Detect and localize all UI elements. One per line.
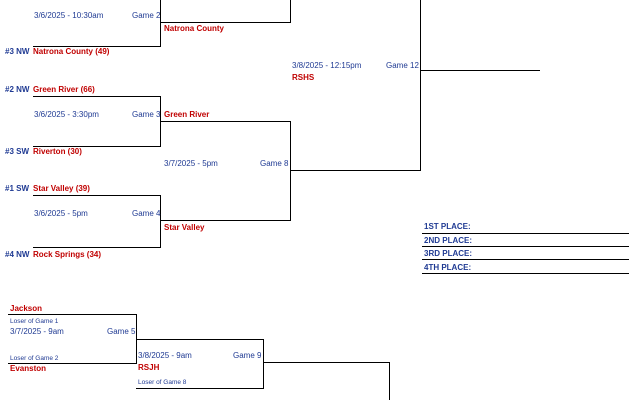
team-seed: #4 NW bbox=[5, 250, 30, 259]
third-place-label: 3RD PLACE: bbox=[424, 249, 473, 258]
game-date: 3/6/2025 - 5pm bbox=[34, 209, 88, 218]
game-label: Game 9 bbox=[233, 351, 262, 360]
bracket-line bbox=[33, 46, 161, 47]
bracket-line bbox=[8, 314, 136, 315]
bracket-line bbox=[290, 0, 291, 23]
bracket-line bbox=[136, 339, 264, 340]
team-seed: #3 NW bbox=[5, 47, 30, 56]
game-date: 3/7/2025 - 9am bbox=[10, 327, 64, 336]
fourth-place-label: 4TH PLACE: bbox=[424, 263, 472, 272]
bracket-line bbox=[290, 121, 291, 221]
team-name: Star Valley (39) bbox=[33, 184, 90, 193]
game-label: Game 8 bbox=[260, 159, 289, 168]
game-date: 3/8/2025 - 9am bbox=[138, 351, 192, 360]
loser-note: Loser of Game 8 bbox=[138, 379, 187, 386]
team-name: Riverton (30) bbox=[33, 147, 82, 156]
bracket-line bbox=[160, 22, 291, 23]
bracket-line bbox=[263, 362, 390, 363]
first-place-label: 1ST PLACE: bbox=[424, 222, 471, 231]
bracket-line bbox=[136, 388, 264, 389]
bracket-line bbox=[160, 195, 161, 248]
game-label: Game 4 bbox=[132, 209, 161, 218]
bracket-line bbox=[420, 0, 421, 171]
game-label: Game 5 bbox=[107, 327, 136, 336]
bracket-line bbox=[8, 363, 136, 364]
venue-label: RSJH bbox=[138, 363, 160, 372]
place-line bbox=[422, 233, 629, 234]
bracket-line bbox=[160, 0, 161, 47]
team-seed: #1 SW bbox=[5, 184, 30, 193]
team-name: Evanston bbox=[10, 364, 47, 373]
team-name: Natrona County (49) bbox=[33, 47, 110, 56]
bracket-line bbox=[290, 170, 421, 171]
bracket-line bbox=[33, 146, 161, 147]
winner-team: Star Valley bbox=[164, 223, 205, 232]
team-name: Green River (66) bbox=[33, 85, 95, 94]
game-date: 3/8/2025 - 12:15pm bbox=[292, 61, 362, 70]
bracket-line bbox=[33, 195, 161, 196]
bracket-line bbox=[33, 96, 161, 97]
winner-team: Natrona County bbox=[164, 24, 224, 33]
venue-label: RSHS bbox=[292, 73, 315, 82]
second-place-label: 2ND PLACE: bbox=[424, 236, 473, 245]
bracket-line bbox=[33, 247, 161, 248]
winner-team: Green River bbox=[164, 110, 210, 119]
game-date: 3/6/2025 - 3:30pm bbox=[34, 110, 99, 119]
bracket-line bbox=[420, 70, 540, 71]
loser-note: Loser of Game 2 bbox=[10, 355, 59, 362]
team-seed: #3 SW bbox=[5, 147, 30, 156]
game-date: 3/7/2025 - 5pm bbox=[164, 159, 218, 168]
bracket-line bbox=[389, 362, 390, 400]
game-label: Game 3 bbox=[132, 110, 161, 119]
place-line bbox=[422, 259, 629, 260]
team-seed: #2 NW bbox=[5, 85, 30, 94]
loser-note: Loser of Game 1 bbox=[10, 318, 59, 325]
bracket-line bbox=[160, 220, 291, 221]
game-label: Game 2 bbox=[132, 11, 161, 20]
bracket-line bbox=[263, 339, 264, 389]
game-label: Game 12 bbox=[386, 61, 419, 70]
place-line bbox=[422, 273, 629, 274]
team-name: Jackson bbox=[10, 304, 43, 313]
bracket-line bbox=[160, 121, 291, 122]
team-name: Rock Springs (34) bbox=[33, 250, 102, 259]
game-date: 3/6/2025 - 10:30am bbox=[34, 11, 104, 20]
place-line bbox=[422, 246, 629, 247]
